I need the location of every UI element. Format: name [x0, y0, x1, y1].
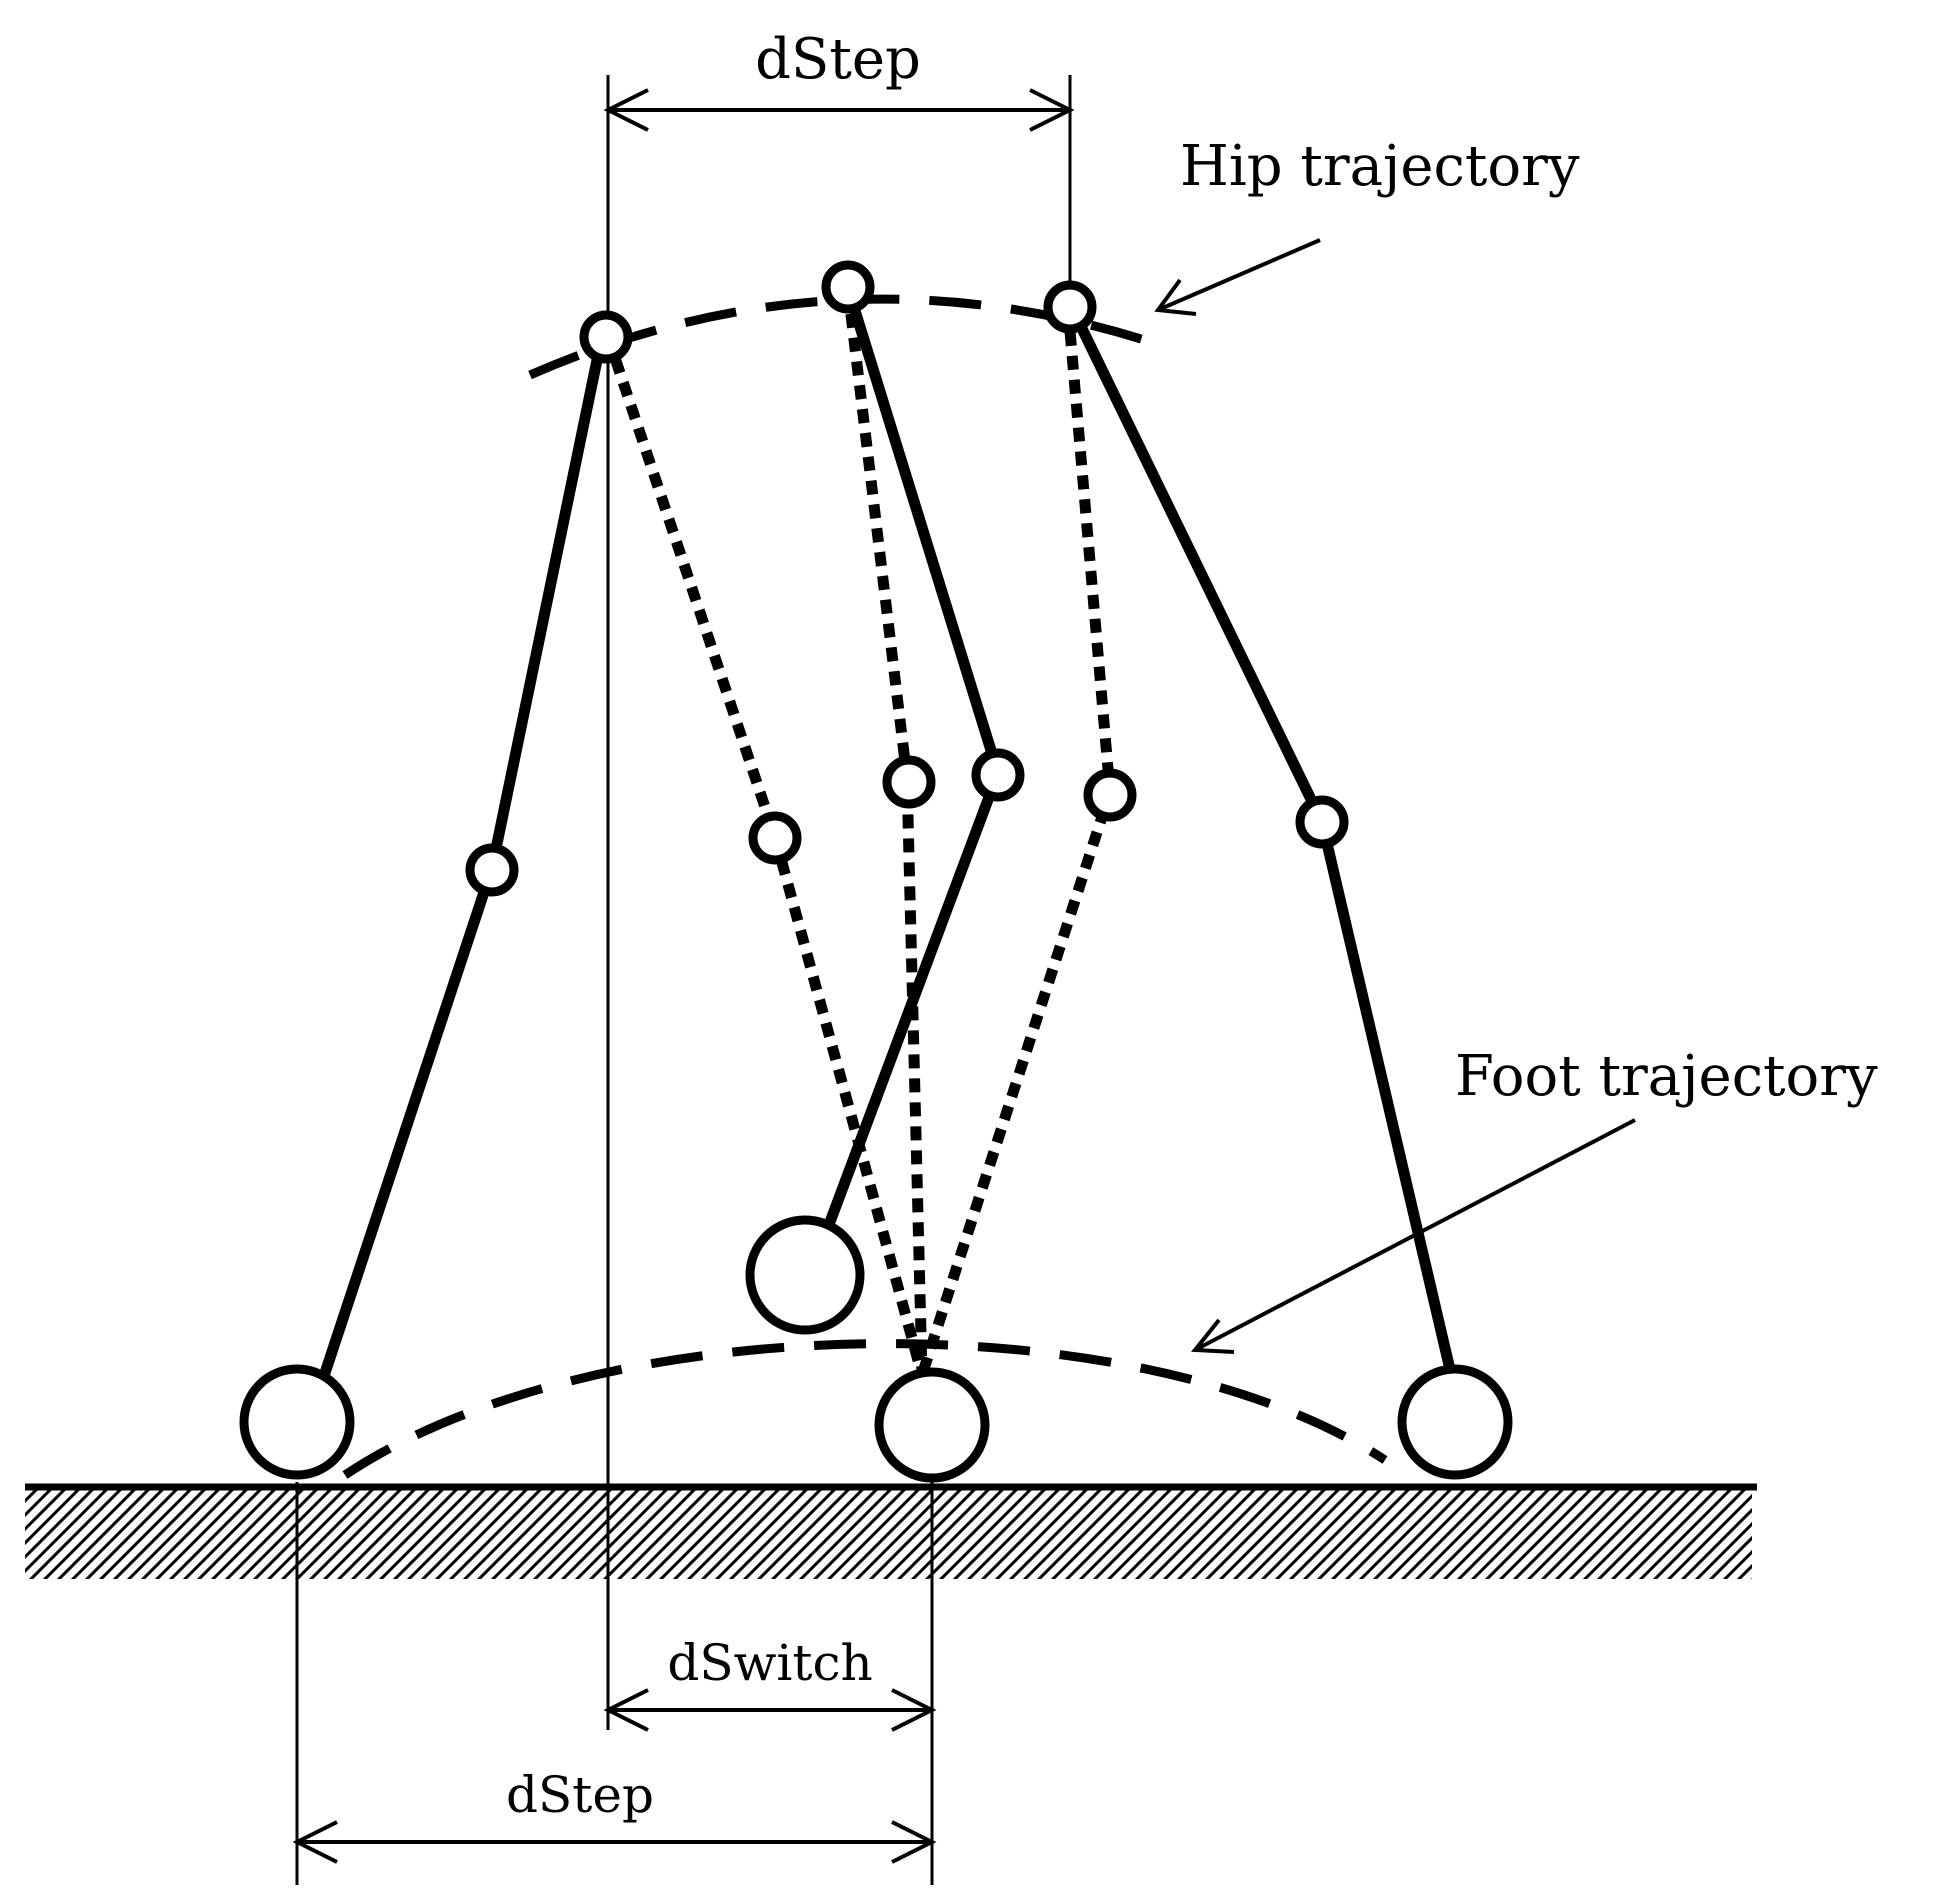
knee-joint-1 [465, 843, 519, 897]
dstep-bottom-label: dStep [506, 1766, 654, 1824]
foot-middle-ground [874, 1367, 990, 1483]
knee-joint-2 [748, 811, 802, 865]
dstep-bottom-arrow [292, 1820, 937, 1864]
dswitch-label: dSwitch [667, 1634, 872, 1692]
hip-trajectory-label: Hip trajectory [1180, 134, 1580, 199]
knee-joint-3 [882, 755, 936, 809]
hip-joints [579, 260, 1097, 364]
foot-trajectory-label: Foot trajectory [1455, 1044, 1878, 1109]
foot-trajectory-curve [342, 1339, 1388, 1479]
hip-joint-middle [821, 260, 875, 314]
hip-joint-left [579, 310, 633, 364]
knee-joint-6 [1295, 795, 1349, 849]
ground-hatch [25, 1487, 1752, 1579]
dotted-legs [602, 289, 1116, 1377]
dstep-top-arrow [603, 88, 1075, 132]
knee-joint-4 [971, 748, 1025, 802]
dstep-top-label: dStep [755, 27, 921, 92]
hip-joint-right [1043, 280, 1097, 334]
foot-swing [745, 1215, 865, 1335]
hip-trajectory-pointer [1154, 238, 1321, 316]
solid-legs [316, 282, 1458, 1388]
knee-joint-5 [1083, 768, 1137, 822]
knee-joints [465, 748, 1349, 897]
dswitch-arrow [603, 1688, 937, 1732]
foot-right [1397, 1364, 1513, 1480]
foot-left [239, 1364, 355, 1480]
feet [239, 1215, 1513, 1483]
